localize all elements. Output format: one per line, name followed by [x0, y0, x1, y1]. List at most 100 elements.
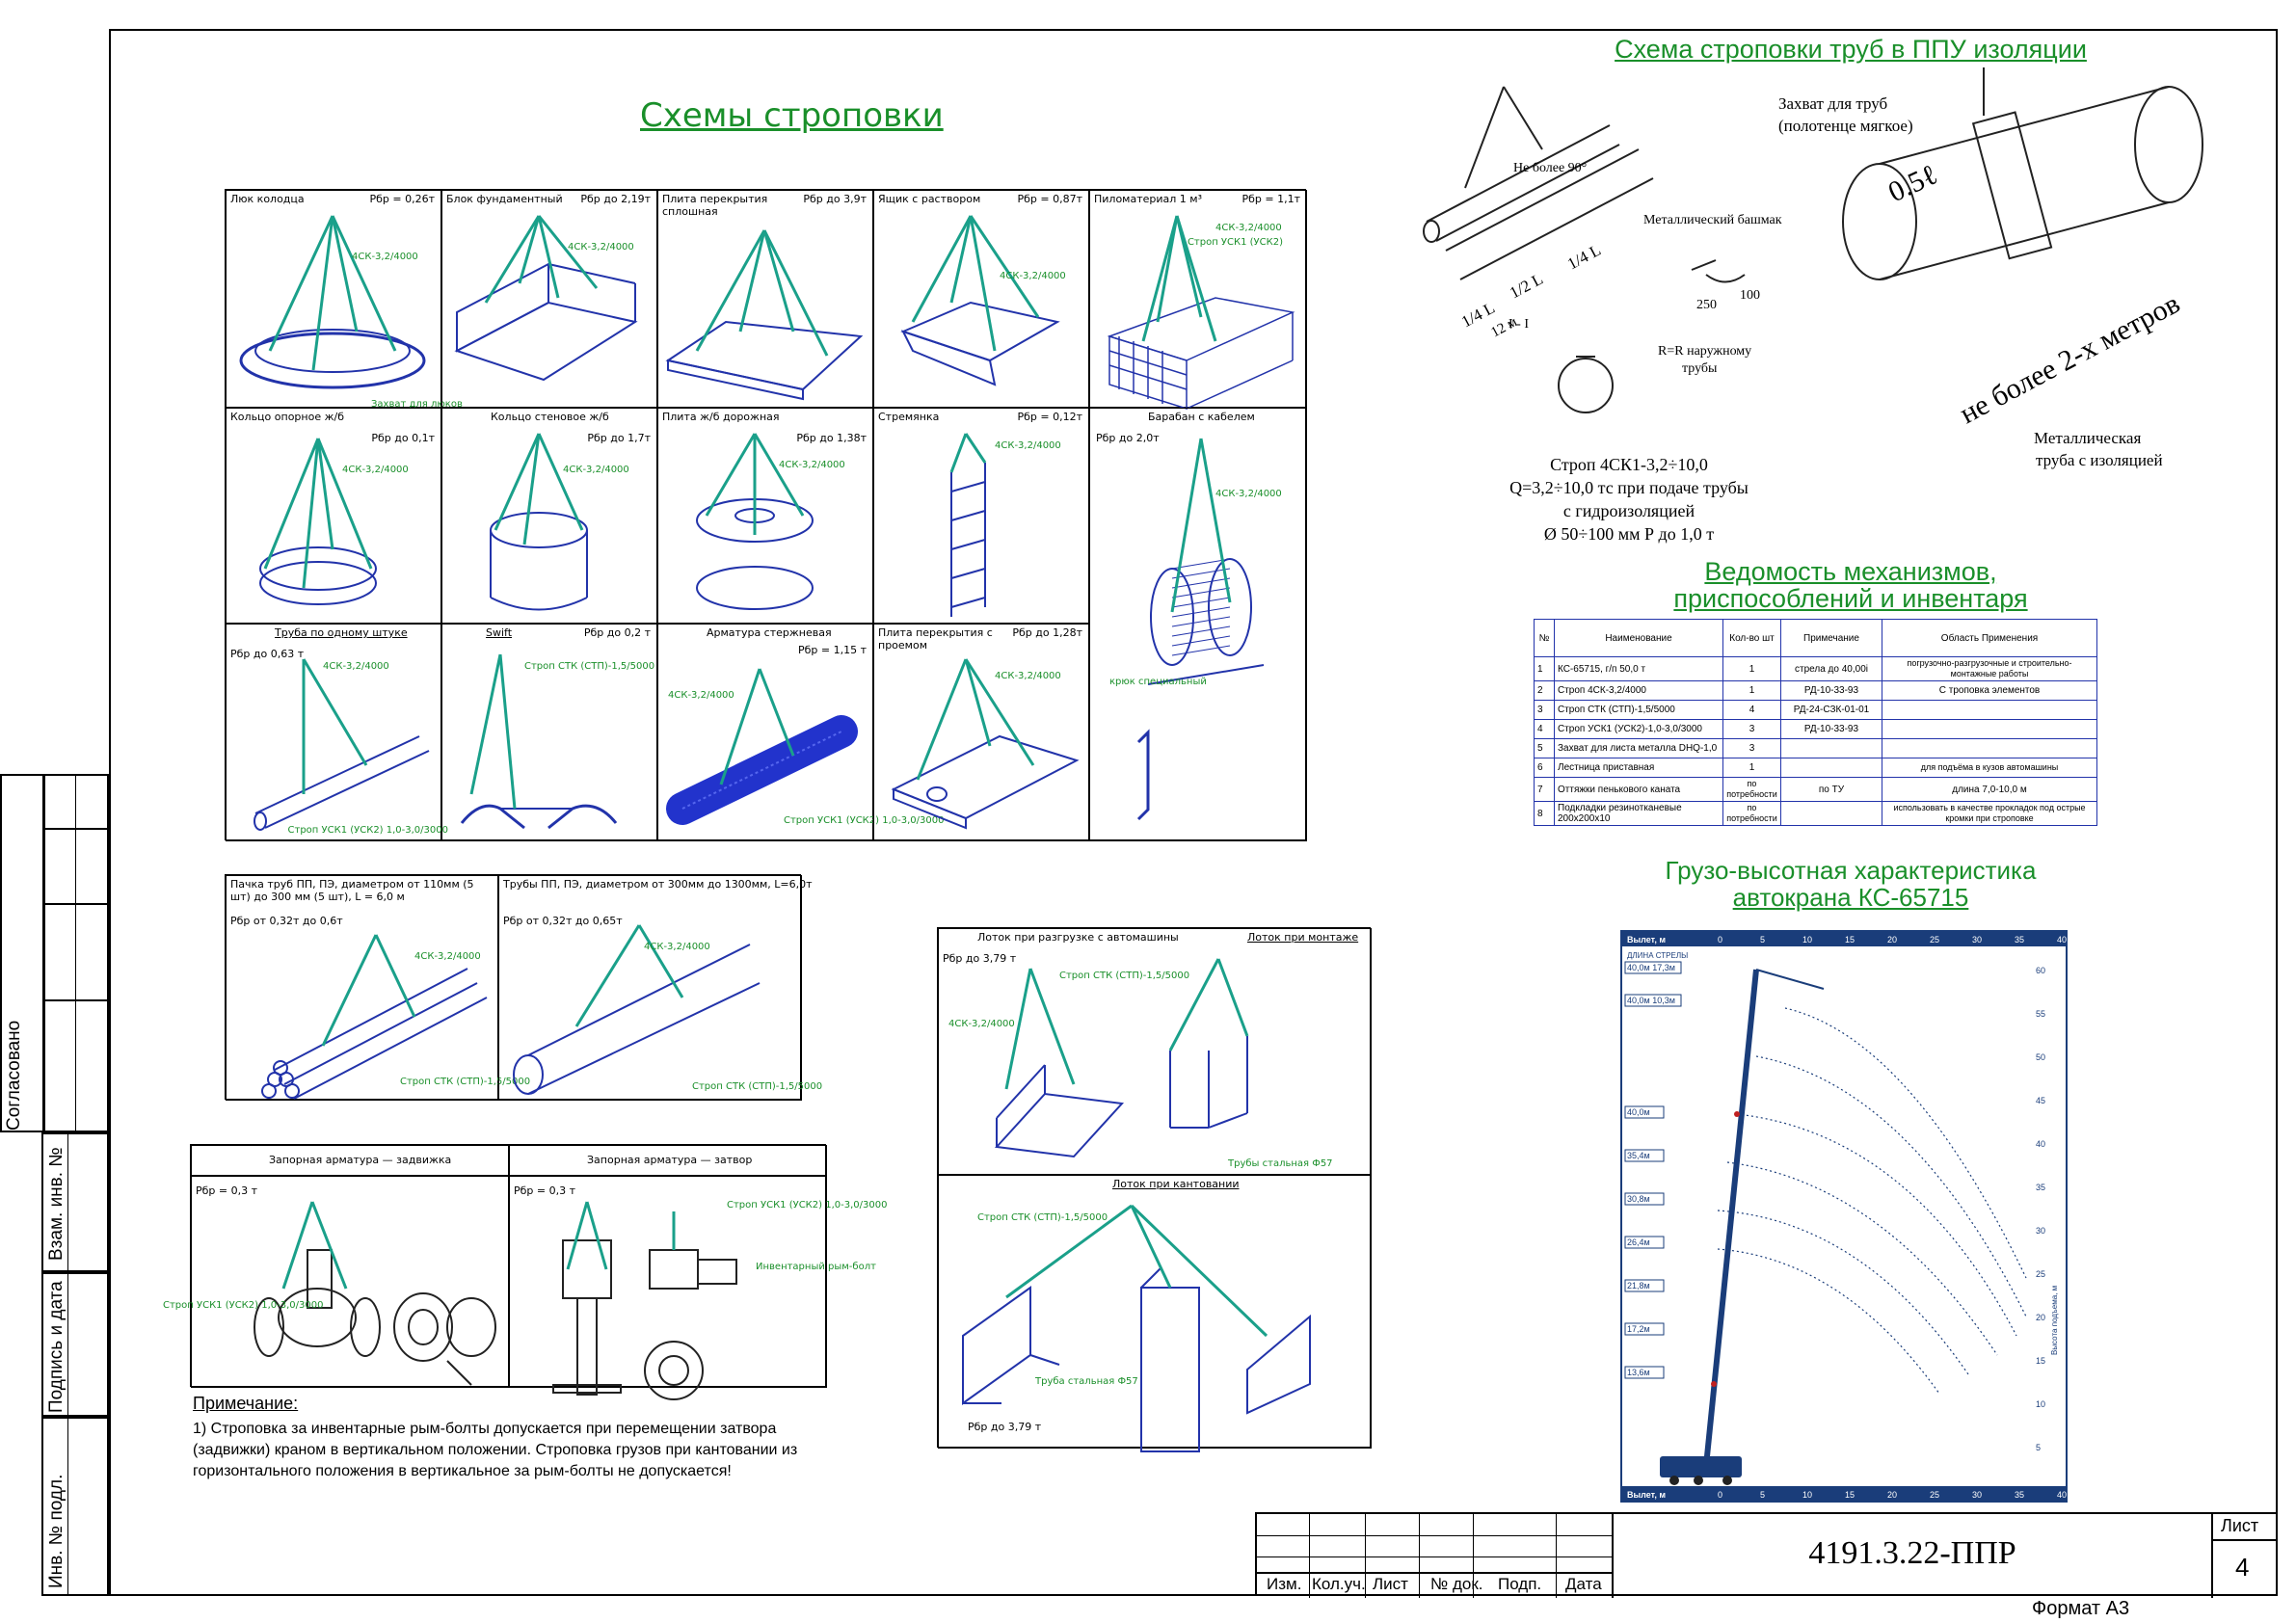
cell-timber: Пиломатериал 1 м³ Pбр = 1,1т 4СК-3,2/400…: [1089, 190, 1307, 411]
boom-length-label: 13,6м: [1627, 1368, 1650, 1377]
boom-length-label: 21,8м: [1627, 1281, 1650, 1290]
y-tick-label: 15: [2036, 1356, 2045, 1366]
sling-grid-3: Запорная арматура — задвижка Запорная ар…: [163, 1144, 887, 1400]
svg-text:4СК-3,2/4000: 4СК-3,2/4000: [323, 661, 389, 672]
y-tick-label: 25: [2036, 1269, 2045, 1279]
signature-label: Подпись и дата: [46, 1281, 67, 1413]
notes-title: Примечание:: [193, 1394, 299, 1413]
x-tick-label: 20: [1887, 935, 1897, 945]
svg-text:I - I: I - I: [1508, 317, 1529, 332]
butterfly-valve-drawing: Строп УСК1 (УСК2) 1,0-3,0/3000 Инвентарн…: [552, 1200, 887, 1400]
svg-text:4СК-3,2/4000: 4СК-3,2/4000: [668, 690, 734, 701]
vzam-label: Взам. инв. №: [46, 1147, 67, 1261]
svg-text:Строп УСК1 (УСК2): Строп УСК1 (УСК2): [1188, 237, 1283, 248]
sheet-label: Лист: [2221, 1516, 2259, 1535]
x-tick-label: 0: [1718, 1490, 1722, 1500]
svg-text:ДЛИНА СТРЕЛЫ: ДЛИНА СТРЕЛЫ: [1627, 951, 1688, 960]
slab-sling-drawing: [665, 229, 864, 401]
y-tick-label: 10: [2036, 1399, 2045, 1409]
cell-foundation-block: Блок фундаментный Pбр до 2,19т 4СК-3,2/4…: [441, 190, 657, 408]
mortar-box-drawing: 4СК-3,2/4000: [900, 215, 1066, 386]
boom-length-box: [1624, 1105, 1665, 1119]
agreed-label: Согласовано: [4, 1020, 24, 1131]
svg-text:4СК-3,2/4000: 4СК-3,2/4000: [563, 465, 629, 475]
svg-text:100: 100: [1740, 288, 1760, 303]
inv-label: Инв. № подл.: [46, 1474, 67, 1588]
cell-tray-turn: Лоток при кантовании Строп СТК (СТП)-1,5…: [938, 1175, 1372, 1452]
boom-length-label: 30,8м: [1627, 1194, 1650, 1204]
sling-grid-1: Люк колодца Pбр = 0,26т 4СК-3,2/4000 Зах…: [225, 189, 1307, 841]
svg-text:Вылет, м: Вылет, м: [1627, 935, 1666, 945]
cell-support-ring: Кольцо опорное ж/б Pбр до 0,1т 4СК-3,2/4…: [226, 408, 441, 624]
svg-text:Строп СТК (СТП)-1,5/5000: Строп СТК (СТП)-1,5/5000: [692, 1081, 822, 1092]
svg-text:не более 2-х метров: не более 2-х метров: [1955, 287, 2185, 430]
cell-pipe-single: Труба по одному штуке Pбр до 0,63 т 4СК-…: [226, 624, 448, 841]
svg-text:Pбр до 3,79 т: Pбр до 3,79 т: [968, 1421, 1042, 1433]
notes-text: 1) Строповка за инвентарные рым-болты до…: [193, 1421, 798, 1479]
mech-title-2: приспособлений и инвентаря: [1673, 584, 2028, 613]
svg-text:Строп УСК1 (УСК2) 1,0-3,0/3000: Строп УСК1 (УСК2) 1,0-3,0/3000: [288, 825, 448, 836]
svg-text:R=R наружному: R=R наружному: [1658, 344, 1751, 359]
hatch-sling-drawing: 4СК-3,2/4000 Захват для люков: [239, 215, 463, 410]
svg-text:Вылет, м: Вылет, м: [1627, 1490, 1666, 1500]
title-block: Изм. Кол.уч. Лист № док. Подп. Дата 4191…: [1255, 1512, 2278, 1598]
hdr-date: Дата: [1565, 1575, 1602, 1593]
x-tick-label: 5: [1760, 1490, 1765, 1500]
svg-text:Строп СТК (СТП)-1,5/5000: Строп СТК (СТП)-1,5/5000: [400, 1077, 530, 1087]
y-tick-label: 20: [2036, 1313, 2045, 1322]
cell-butterfly-valve: Pбр = 0,3 т Строп УСК1 (УСК2) 1,0-3,0/30…: [509, 1176, 887, 1400]
rebar-drawing: 4СК-3,2/4000 Строп УСК1 (УСК2) 1,0-3,0/3…: [666, 668, 944, 826]
boom-length-label: 17,2м: [1627, 1324, 1650, 1334]
svg-text:0.5ℓ: 0.5ℓ: [1883, 159, 1942, 209]
svg-text:Труба стальная Ф57: Труба стальная Ф57: [1034, 1376, 1138, 1387]
svg-text:4СК-3,2/4000: 4СК-3,2/4000: [948, 1019, 1015, 1029]
tray-turn-drawing: Строп СТК (СТП)-1,5/5000 Труба стальная …: [962, 1204, 1311, 1452]
x-tick-label: 40: [2057, 935, 2067, 945]
sheet-title: Схемы строповки: [640, 96, 944, 135]
svg-text:4СК-3,2/4000: 4СК-3,2/4000: [1215, 489, 1282, 499]
svg-text:250: 250: [1696, 298, 1717, 312]
y-tick-label: 60: [2036, 966, 2045, 975]
svg-text:Строп УСК1 (УСК2) 1,0-3,0/3000: Строп УСК1 (УСК2) 1,0-3,0/3000: [727, 1200, 887, 1211]
svg-text:Строп УСК1 (УСК2) 1,0-3,0/3000: Строп УСК1 (УСК2) 1,0-3,0/3000: [784, 815, 944, 826]
format-label: Формат А3: [2032, 1598, 2130, 1619]
boom-length-box: [1624, 1149, 1665, 1162]
y-tick-label: 5: [2036, 1443, 2041, 1452]
sling-grid-2: Пачка труб ПП, ПЭ, диаметром от 110мм (5…: [225, 874, 822, 1101]
hdr-kol: Кол.уч.: [1312, 1575, 1366, 1593]
mech-table-header: № Наименование Кол-во шт Примечание Обла…: [1534, 619, 2097, 657]
svg-text:4СК-3,2/4000: 4СК-3,2/4000: [644, 942, 710, 952]
cell-floor-slab: Плита перекрытия сплошная Pбр до 3,9т: [657, 190, 873, 408]
cell-pipe-large: Трубы ПП, ПЭ, диаметром от 300мм до 1300…: [498, 875, 822, 1101]
cell-hatch: Люк колодца Pбр = 0,26т 4СК-3,2/4000 Зах…: [226, 190, 463, 410]
mech-table: № Наименование Кол-во шт Примечание Обла…: [1534, 619, 2097, 826]
hdr-list: Лист: [1373, 1575, 1408, 1593]
crane-title-2: автокрана КС-65715: [1732, 883, 1969, 912]
y-tick-label: 40: [2036, 1139, 2045, 1149]
left-stamp: Согласовано Взам. инв. № Подпись и дата …: [0, 774, 109, 1596]
wall-ring-drawing: 4СК-3,2/4000: [490, 433, 629, 611]
svg-text:4СК-3,2/4000: 4СК-3,2/4000: [995, 440, 1061, 451]
svg-text:4СК-3,2/4000: 4СК-3,2/4000: [414, 951, 481, 962]
cell-gate-valve: Pбр = 0,3 т Строп УСК1 (УСК2) 1,0-3,0/30…: [163, 1176, 509, 1388]
boom-length-label: 26,4м: [1627, 1237, 1650, 1247]
ladder-drawing: 4СК-3,2/4000: [949, 433, 1061, 617]
svg-text:Захват для люков: Захват для люков: [371, 399, 463, 410]
svg-text:труба с изоляцией: труба с изоляцией: [2036, 451, 2163, 469]
svg-text:4СК-3,2/4000: 4СК-3,2/4000: [342, 465, 409, 475]
y-tick-label: 55: [2036, 1009, 2045, 1019]
y-tick-label: 50: [2036, 1052, 2045, 1062]
x-tick-label: 5: [1760, 935, 1765, 945]
x-tick-label: 30: [1972, 1490, 1982, 1500]
svg-text:Строп СТК (СТП)-1,5/5000: Строп СТК (СТП)-1,5/5000: [1059, 971, 1189, 981]
